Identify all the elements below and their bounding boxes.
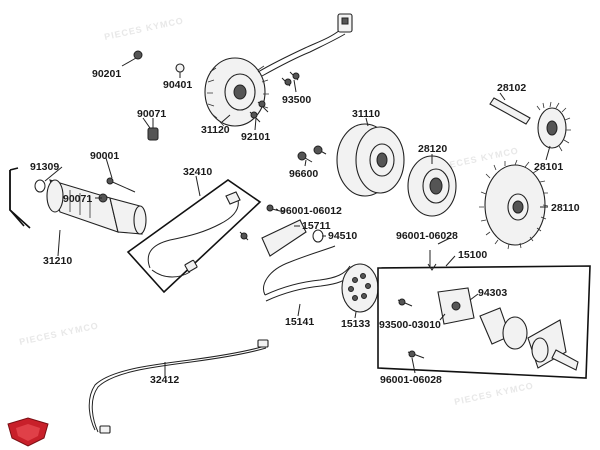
part-label-90401[interactable]: 90401 bbox=[163, 79, 192, 91]
part-label-28110[interactable]: 28110 bbox=[551, 202, 580, 214]
leader-lines bbox=[44, 57, 551, 376]
part-label-15141[interactable]: 15141 bbox=[285, 316, 314, 328]
flywheel bbox=[336, 123, 405, 197]
part-label-15100[interactable]: 15100 bbox=[458, 249, 487, 261]
part-label-90001[interactable]: 90001 bbox=[90, 150, 119, 162]
bolt-96600-icon bbox=[297, 145, 327, 163]
part-label-32410[interactable]: 32410 bbox=[183, 166, 212, 178]
part-label-15711[interactable]: 15711 bbox=[302, 220, 331, 232]
part-label-92101[interactable]: 92101 bbox=[241, 131, 270, 143]
small-fasteners bbox=[133, 50, 327, 163]
part-label-32412[interactable]: 32412 bbox=[150, 374, 179, 386]
starter-cable-group bbox=[126, 179, 262, 294]
part-label-28120[interactable]: 28120 bbox=[418, 143, 447, 155]
part-label-96001-06012[interactable]: 96001-06012 bbox=[280, 205, 342, 217]
part-label-93500-03010[interactable]: 93500-03010 bbox=[379, 319, 441, 331]
battery-cable bbox=[88, 339, 269, 434]
watermark-text: PIECES KYMCO bbox=[103, 15, 184, 42]
part-label-90071[interactable]: 90071 bbox=[137, 108, 166, 120]
part-label-96001-06028[interactable]: 96001-06028 bbox=[380, 374, 442, 386]
nut-90071-icon bbox=[147, 127, 159, 141]
watermark-text: PIECES KYMCO bbox=[453, 380, 534, 407]
part-label-31120[interactable]: 31120 bbox=[201, 124, 230, 136]
starter-motor-group bbox=[9, 167, 147, 235]
part-label-91309[interactable]: 91309 bbox=[30, 161, 59, 173]
stator-assembly bbox=[204, 13, 353, 127]
part-label-28102[interactable]: 28102 bbox=[497, 82, 526, 94]
chain-sprocket-15133-icon bbox=[341, 263, 379, 313]
oil-pump-group bbox=[377, 250, 591, 379]
part-label-15133[interactable]: 15133 bbox=[341, 318, 370, 330]
part-label-28101[interactable]: 28101 bbox=[534, 161, 563, 173]
part-label-31210[interactable]: 31210 bbox=[43, 255, 72, 267]
part-label-31110[interactable]: 31110 bbox=[352, 108, 380, 120]
o-ring-91309-icon bbox=[34, 179, 46, 193]
watermark-text: PIECES KYMCO bbox=[18, 320, 99, 347]
bolt-90201-icon bbox=[133, 50, 143, 60]
part-label-94303[interactable]: 94303 bbox=[478, 287, 507, 299]
part-labels: 90201 90401 93500 90071 31120 92101 3111… bbox=[30, 68, 580, 386]
screw-92101-icon bbox=[249, 100, 269, 123]
part-label-96001-06028[interactable]: 96001-06028 bbox=[396, 230, 458, 242]
part-label-96600[interactable]: 96600 bbox=[289, 168, 318, 180]
screw-93500-icon bbox=[281, 71, 300, 87]
part-label-93500[interactable]: 93500 bbox=[282, 94, 311, 106]
starter-clutch bbox=[407, 155, 457, 217]
part-label-90201[interactable]: 90201 bbox=[92, 68, 121, 80]
part-label-90071[interactable]: 90071 bbox=[63, 193, 92, 205]
starter-driven-gear bbox=[479, 159, 549, 250]
idle-gear-shaft bbox=[489, 97, 571, 152]
part-label-94510[interactable]: 94510 bbox=[328, 230, 357, 242]
chain-guide-15711-icon bbox=[261, 219, 307, 257]
kymco-shield-logo-icon bbox=[7, 417, 49, 447]
washer-90401-icon bbox=[175, 63, 185, 73]
